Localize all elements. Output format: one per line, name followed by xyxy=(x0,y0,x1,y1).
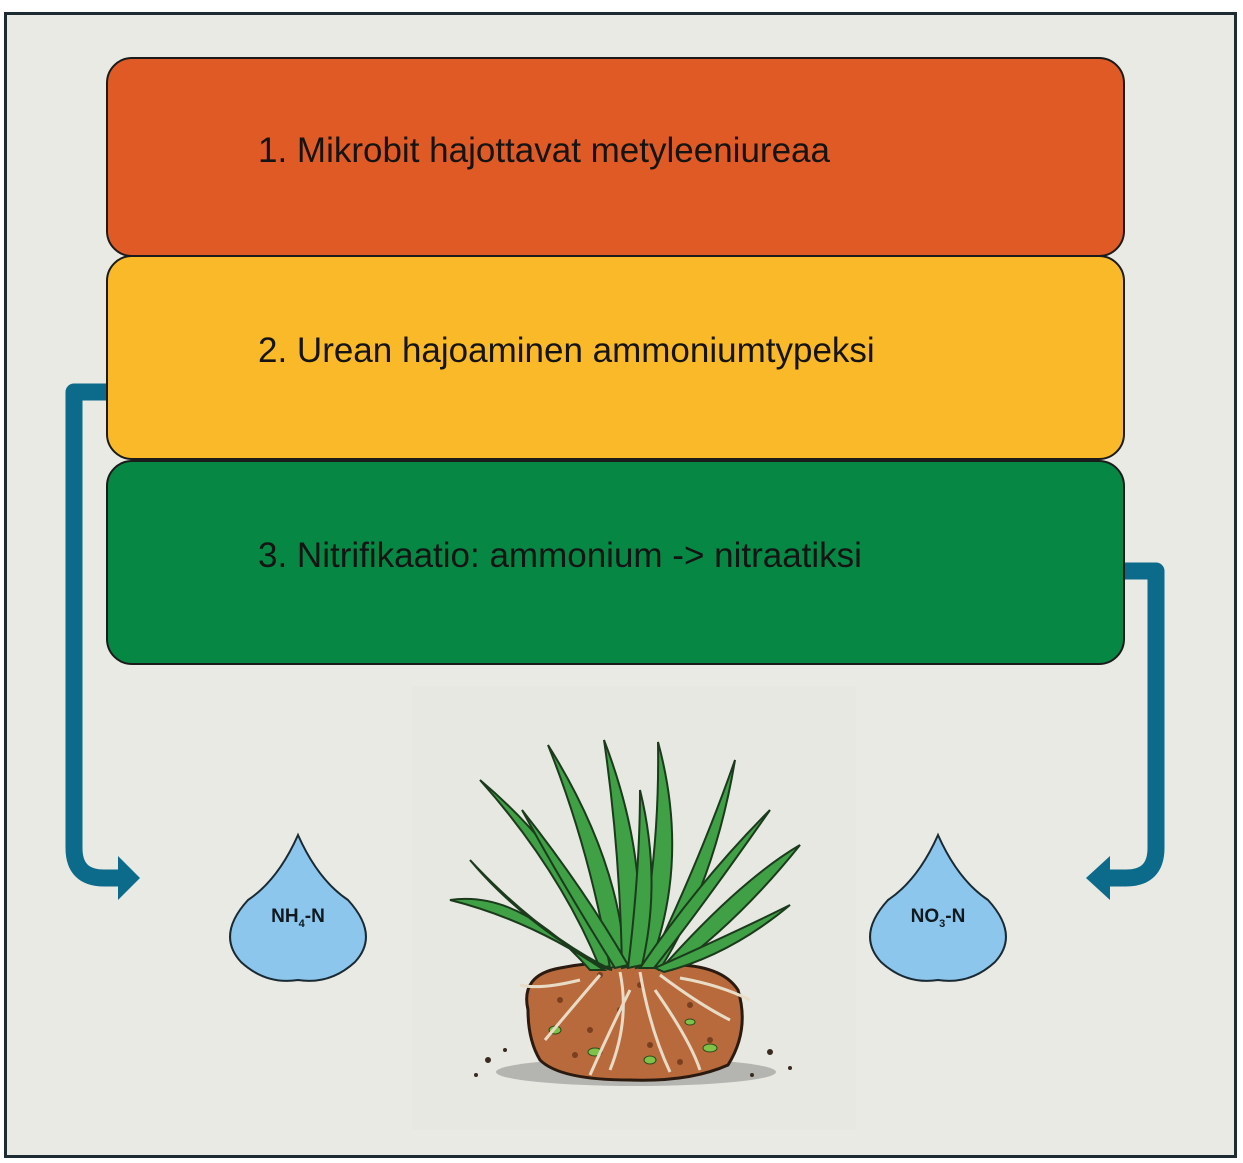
step-3-box: 3. Nitrifikaatio: ammonium -> nitraatiks… xyxy=(106,460,1125,665)
ammonium-label: NH4-N xyxy=(271,906,325,930)
step-3-label: 3. Nitrifikaatio: ammonium -> nitraatiks… xyxy=(258,536,862,575)
step-1-label: 1. Mikrobit hajottavat metyleeniureaa xyxy=(258,131,830,170)
nitrate-label: NO3-N xyxy=(910,906,966,930)
step-2-box: 2. Urean hajoaminen ammoniumtypeksi xyxy=(106,255,1125,460)
step-2-label: 2. Urean hajoaminen ammoniumtypeksi xyxy=(258,331,875,370)
step-1-box: 1. Mikrobit hajottavat metyleeniureaa xyxy=(106,57,1125,257)
